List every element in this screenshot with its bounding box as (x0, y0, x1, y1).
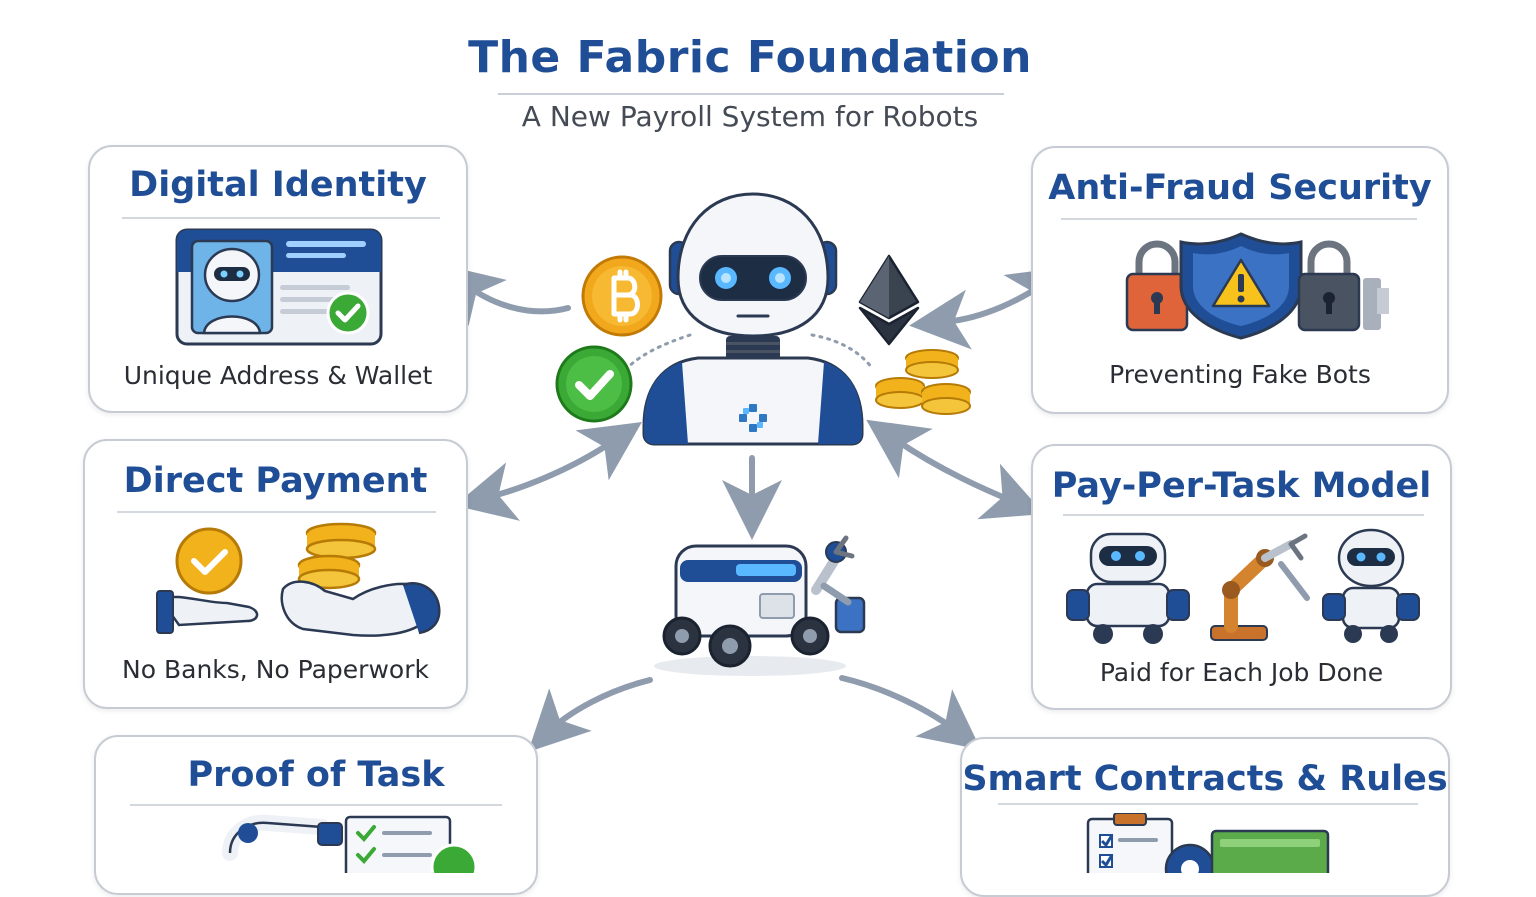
bitcoin-icon (580, 254, 664, 342)
card-caption: Preventing Fake Bots (1033, 360, 1447, 389)
card-caption: No Banks, No Paperwork (85, 655, 466, 684)
card-title: Smart Contracts & Rules (962, 759, 1448, 799)
card-smart-contracts: Smart Contracts & Rules (960, 737, 1450, 897)
shield-padlocks-icon (1123, 228, 1393, 344)
card-direct-payment: Direct Payment No Banks, No Paperwork (83, 439, 468, 709)
contract-gear-icon (1084, 813, 1334, 877)
robot-arm-checklist-icon (218, 813, 488, 877)
card-title: Digital Identity (90, 165, 466, 205)
arrow-to-smart-contracts (842, 678, 962, 735)
arrow-to-proof-of-task (545, 680, 650, 735)
card-title: Pay-Per-Task Model (1033, 466, 1450, 506)
card-title: Anti-Fraud Security (1033, 168, 1447, 208)
card-proof-of-task: Proof of Task (94, 735, 538, 895)
arrow-to-digital-identity (460, 280, 568, 311)
hand-coins-icon (153, 519, 443, 647)
worker-robots-icon (1061, 528, 1431, 650)
card-pay-per-task: Pay-Per-Task Model (1031, 444, 1452, 710)
arrow-to-pay-per-task (896, 440, 1022, 505)
card-title: Direct Payment (85, 461, 466, 501)
coin-stack-icon (872, 348, 976, 424)
card-title: Proof of Task (96, 755, 536, 795)
check-circle-icon (554, 344, 634, 428)
delivery-robot-icon (640, 530, 880, 684)
card-caption: Unique Address & Wallet (90, 361, 466, 390)
card-digital-identity: Digital Identity Unique Address & Wallet (88, 145, 468, 413)
robot-head-icon (638, 190, 868, 450)
card-caption: Paid for Each Job Done (1033, 658, 1450, 687)
ethereum-icon (856, 254, 922, 350)
card-anti-fraud: Anti-Fraud Security Preventing Fake Bots (1031, 146, 1449, 414)
robot-id-card-icon (174, 227, 384, 351)
arrow-to-direct-payment (478, 442, 612, 500)
